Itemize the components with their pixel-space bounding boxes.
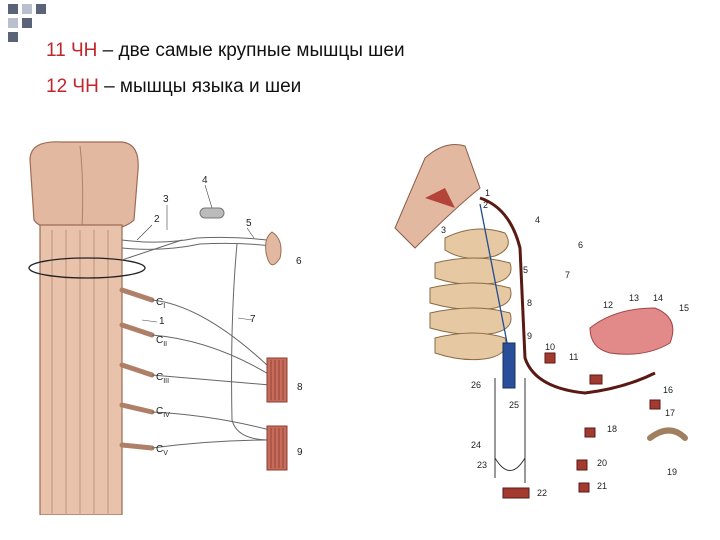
r-label-1: 1 — [485, 188, 490, 198]
slide-bullet-decoration — [8, 4, 48, 44]
spinal-label-c3: CIII — [156, 372, 169, 385]
r-label-23: 23 — [477, 460, 487, 470]
label-9: 9 — [297, 447, 303, 458]
label-4: 4 — [202, 175, 208, 186]
r-label-20: 20 — [597, 458, 607, 468]
text-line-1-desc: – две самые крупные мышцы шеи — [97, 40, 405, 61]
r-label-12: 12 — [603, 300, 613, 310]
r-label-13: 13 — [629, 293, 639, 303]
r-label-7: 7 — [565, 270, 570, 280]
text-line-2-desc: – мышцы языка и шеи — [98, 76, 302, 97]
r-label-8: 8 — [527, 298, 532, 308]
text-line-1: 11 ЧН – две самые крупные мышцы шеи — [46, 40, 405, 62]
r-label-24: 24 — [471, 440, 481, 450]
r-label-17: 17 — [665, 408, 675, 418]
spinal-label-c4: CIV — [156, 406, 170, 419]
r-label-21: 21 — [597, 481, 607, 491]
label-8: 8 — [297, 382, 303, 393]
hypoglossal-nerve-diagram: 1 2 3 4 5 6 7 8 9 10 11 12 13 14 15 16 1… — [394, 144, 689, 499]
r-label-25: 25 — [509, 400, 519, 410]
text-line-2: 12 ЧН – мышцы языка и шеи — [46, 76, 301, 98]
r-label-5: 5 — [523, 265, 528, 275]
spinal-label-c5: CV — [156, 444, 168, 457]
r-label-19: 19 — [667, 467, 677, 477]
r-label-22: 22 — [537, 488, 547, 498]
r-label-11: 11 — [569, 352, 578, 362]
nerve-label-11: 11 ЧН — [46, 40, 98, 61]
r-label-15: 15 — [679, 303, 689, 313]
r-label-4: 4 — [535, 215, 540, 225]
r-label-6: 6 — [578, 240, 583, 250]
label-2: 2 — [154, 214, 160, 225]
r-label-9: 9 — [527, 331, 532, 341]
label-1: 1 — [159, 316, 165, 327]
spinal-label-c1: CI — [156, 297, 165, 310]
label-7: 7 — [250, 314, 256, 325]
r-label-18: 18 — [607, 424, 617, 434]
accessory-nerve-diagram: 2 3 4 5 6 7 8 9 1 CI CII CIII CIV CV — [28, 141, 303, 515]
r-label-26: 26 — [471, 380, 481, 390]
r-label-3: 3 — [441, 225, 446, 235]
r-label-14: 14 — [653, 293, 663, 303]
label-5: 5 — [246, 218, 252, 229]
label-6: 6 — [296, 256, 302, 267]
r-label-16: 16 — [663, 385, 673, 395]
r-label-10: 10 — [545, 342, 555, 352]
r-label-2: 2 — [483, 200, 488, 210]
label-3: 3 — [163, 194, 169, 205]
nerve-label-12: 12 ЧН — [46, 76, 99, 97]
spinal-label-c2: CII — [156, 335, 167, 348]
